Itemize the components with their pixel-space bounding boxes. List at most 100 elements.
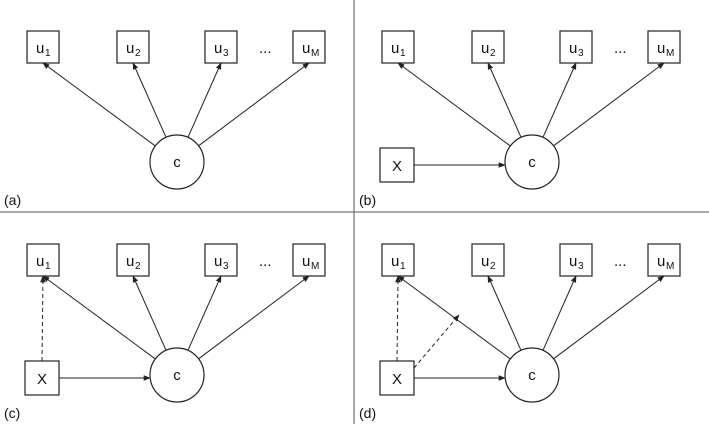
panel-label: (a) — [4, 192, 21, 208]
latent-class-node: c — [504, 347, 560, 403]
indicator-box — [647, 243, 681, 277]
covariate-node: X — [379, 360, 415, 396]
indicator-box — [559, 243, 593, 277]
latent-class-label: c — [528, 367, 536, 384]
indicator-label: u — [657, 253, 665, 270]
covariate-node: X — [24, 360, 60, 396]
indicator-subscript: 3 — [578, 48, 584, 59]
arrow-c-to-u1 — [42, 62, 156, 147]
indicator-subscript: 1 — [45, 261, 51, 272]
panel-label: (b) — [359, 192, 376, 208]
ellipsis: ... — [259, 40, 272, 57]
arrow-c-to-uM — [198, 62, 310, 147]
arrow-c-to-u3 — [187, 275, 222, 351]
indicator-box — [26, 30, 60, 64]
arrow-c-to-uM — [198, 275, 310, 360]
latent-class-circle — [504, 347, 560, 403]
indicator-label: u — [126, 253, 134, 270]
panel-label: (d) — [359, 405, 376, 421]
arrow-c-to-u3 — [542, 62, 577, 138]
dashed-arrow-x-to-path — [413, 314, 460, 369]
arrow-c-to-uM — [553, 275, 665, 360]
dashed-arrow-x-to-u1 — [40, 275, 46, 362]
indicator-box — [116, 30, 150, 64]
arrow-c-to-u2 — [487, 62, 522, 138]
indicator-box — [292, 30, 326, 64]
arrow-c-to-u2 — [132, 62, 167, 138]
covariate-label: X — [392, 371, 402, 388]
latent-class-label: c — [173, 367, 181, 384]
indicator-box — [471, 243, 505, 277]
latent-class-label: c — [173, 154, 181, 171]
dashed-arrow-x-to-u1 — [395, 275, 401, 362]
edges — [40, 275, 310, 381]
indicator-box — [381, 30, 415, 64]
indicator-label: u — [569, 253, 577, 270]
latent-class-circle — [504, 134, 560, 190]
indicator-label: u — [657, 40, 665, 57]
arrow-c-to-u2 — [132, 275, 167, 351]
ellipsis: ... — [614, 253, 627, 270]
covariate-label: X — [37, 371, 47, 388]
indicator-box — [204, 30, 238, 64]
arrow-c-to-u3 — [542, 275, 577, 351]
indicator-subscript: 2 — [135, 48, 141, 59]
latent-class-node: c — [149, 347, 205, 403]
indicator-label: u — [481, 40, 489, 57]
arrow-c-to-uM — [553, 62, 665, 147]
latent-class-node: c — [504, 134, 560, 190]
covariate-box — [379, 360, 415, 396]
indicator-subscript: 1 — [400, 261, 406, 272]
indicator-subscript: M — [666, 48, 674, 59]
arrow-c-to-u1 — [42, 275, 156, 360]
indicator-subscript: 1 — [400, 48, 406, 59]
indicator-subscript: 3 — [223, 48, 229, 59]
indicator-label: u — [569, 40, 577, 57]
arrow-c-to-u3 — [187, 62, 222, 138]
indicator-subscript: 2 — [135, 261, 141, 272]
edges — [42, 62, 310, 147]
indicator-box — [116, 243, 150, 277]
indicator-label: u — [302, 253, 310, 270]
panel-label: (c) — [4, 405, 20, 421]
indicator-label: u — [302, 40, 310, 57]
indicator-box — [559, 30, 593, 64]
ellipsis: ... — [614, 40, 627, 57]
indicator-label: u — [214, 40, 222, 57]
indicator-subscript: 2 — [490, 261, 496, 272]
indicator-label: u — [36, 40, 44, 57]
edges — [397, 62, 665, 168]
indicator-box — [381, 243, 415, 277]
indicator-label: u — [126, 40, 134, 57]
arrow-c-to-u1 — [397, 62, 511, 147]
covariate-box — [24, 360, 60, 396]
indicator-subscript: 1 — [45, 48, 51, 59]
indicator-box — [26, 243, 60, 277]
arrow-c-to-u2 — [487, 275, 522, 351]
latent-class-node: c — [149, 134, 205, 190]
indicator-box — [292, 243, 326, 277]
latent-class-circle — [149, 347, 205, 403]
indicator-subscript: M — [666, 261, 674, 272]
covariate-box — [379, 147, 415, 183]
indicator-box — [471, 30, 505, 64]
